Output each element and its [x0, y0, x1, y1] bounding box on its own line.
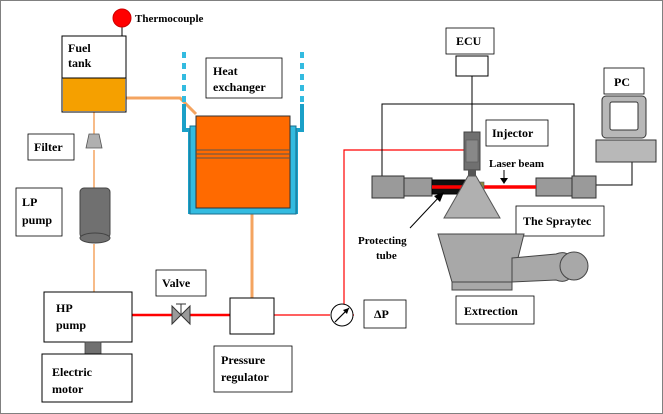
lp-pump-icon — [79, 187, 111, 239]
filter-icon — [85, 133, 103, 149]
hp-pump-label-line1: HP — [56, 301, 73, 315]
pc: PC — [595, 67, 657, 163]
injector-label: Injector — [492, 126, 534, 140]
extraction-fan-icon — [559, 251, 589, 281]
spraytec-frame — [381, 103, 633, 186]
pressure-regulator-label-line2: regulator — [221, 370, 269, 384]
electric-motor-label-line2: motor — [52, 382, 84, 396]
ecu-label: ECU — [456, 34, 482, 48]
hp-pump: HP pump — [43, 291, 133, 355]
hp-pump-label-line2: pump — [56, 318, 86, 332]
electric-motor: Electric motor — [41, 353, 133, 403]
protecting-tube-annotation: Protecting tube — [358, 192, 444, 262]
spray-cone — [443, 175, 501, 219]
pc-label: PC — [614, 75, 630, 89]
fuel-tank: Fuel tank — [61, 35, 127, 113]
pressure-gauge: ΔP — [330, 299, 407, 329]
extraction-label: Extrection — [464, 304, 518, 318]
thermocouple-label: Thermocouple — [135, 13, 204, 25]
fuel-tank-label-line1: Fuel — [68, 41, 91, 55]
ecu: ECU — [445, 27, 495, 132]
filter-label: Filter — [34, 140, 63, 154]
coupling-icon — [84, 341, 102, 355]
thermocouple-icon — [112, 8, 132, 28]
protecting-tube-label-line2: tube — [376, 250, 397, 262]
spraytec: The Spraytec — [515, 205, 605, 237]
lp-pump: LP pump — [15, 187, 111, 244]
extraction-system: Extrection — [437, 233, 589, 325]
spraytec-label: The Spraytec — [523, 214, 592, 228]
pressure-regulator-box — [229, 297, 275, 335]
laser-beam-label: Laser beam — [489, 158, 544, 170]
injector: Injector — [463, 119, 549, 176]
electric-motor-label-line1: Electric — [52, 365, 93, 379]
heat-exchanger: Heat exchanger — [182, 52, 304, 215]
protecting-tube-label-line1: Protecting — [358, 235, 407, 247]
pressure-regulator: Pressure regulator — [213, 297, 293, 393]
laser-emitter-icon — [371, 175, 405, 199]
heat-exchanger-label-line1: Heat — [213, 64, 238, 78]
lp-pump-label-line2: pump — [22, 213, 52, 227]
ecu-box — [455, 55, 489, 77]
heat-exchanger-label-line2: exchanger — [213, 80, 266, 94]
valve-icon — [171, 304, 182, 326]
filter: Filter — [27, 133, 103, 161]
fuel-tank-label-line2: tank — [68, 56, 92, 70]
valve: Valve — [155, 269, 207, 326]
pressure-regulator-label-line1: Pressure — [221, 353, 266, 367]
lp-pump-label-line1: LP — [22, 195, 37, 209]
delta-p-label: ΔP — [374, 307, 389, 321]
extraction-hopper — [437, 233, 525, 283]
laser-receiver-icon — [535, 177, 573, 197]
valve-label: Valve — [162, 276, 191, 290]
